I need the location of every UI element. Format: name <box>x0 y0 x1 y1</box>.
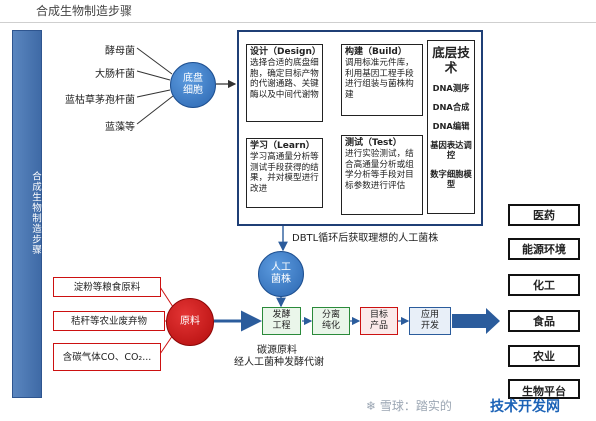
watermark-snowball-icon: ❄ <box>366 399 377 413</box>
organism-yeast: 酵母菌 <box>105 46 135 57</box>
learn-text: 学习高通量分析等测试手段获得的结果，并对模型进行改进 <box>250 152 319 194</box>
source-grain: 淀粉等粮食原料 <box>53 277 161 297</box>
artificial-strain-circle: 人工菌株 <box>258 251 304 297</box>
source-straw: 秸秆等农业废弃物 <box>53 311 165 331</box>
test-text: 进行实验测试，结合高通量分析或组学分析等手段对目标参数进行评估 <box>345 149 414 191</box>
side-label: 合成生物制造步骤 <box>30 171 41 255</box>
test-box: 测试（Test） 进行实验测试，结合高通量分析或组学分析等手段对目标参数进行评估 <box>341 135 423 215</box>
artificial-strain-label: 人工菌株 <box>271 262 291 285</box>
process-caption-2: 经人工菌种发酵代谢 <box>234 357 324 368</box>
watermark-site: 技术开发网 <box>490 399 560 415</box>
link-ecoli <box>136 70 171 81</box>
design-title: 设计（Design） <box>250 47 321 57</box>
platform-item: 基因表达调控 <box>430 140 472 160</box>
watermark-text: 雪球：踏实的 <box>379 399 452 413</box>
app-chemical: 化工 <box>508 274 580 296</box>
platform-tech-box: 底层技术 DNA测序 DNA合成 DNA编辑 基因表达调控 数字细胞模型 <box>427 40 475 214</box>
build-title: 构建（Build） <box>345 47 407 57</box>
link-algae <box>136 95 174 125</box>
test-title: 测试（Test） <box>345 138 402 148</box>
step-fermentation: 发酵工程 <box>262 307 301 335</box>
build-text: 调用标准元件库，利用基因工程手段进行组装与菌株构建 <box>345 58 414 100</box>
platform-title: 底层技术 <box>432 45 470 75</box>
app-bio-platform: 生物平台 <box>508 379 580 399</box>
learn-box: 学习（Learn） 学习高通量分析等测试手段获得的结果，并对模型进行改进 <box>246 138 323 208</box>
arrow-to-applications <box>452 308 500 334</box>
app-food: 食品 <box>508 310 580 332</box>
platform-item: 数字细胞模型 <box>430 169 472 189</box>
organism-ecoli: 大肠杆菌 <box>95 69 135 80</box>
step-application-dev-label: 应用开发 <box>420 310 439 331</box>
step-target-product: 目标产品 <box>360 307 398 335</box>
app-agriculture: 农业 <box>508 345 580 367</box>
design-box: 设计（Design） 选择合适的底盘细胞，确定目标产物的代谢通路、关键酶以及中间… <box>246 44 323 122</box>
chassis-cell-circle: 底盘细胞 <box>170 62 216 108</box>
title-divider <box>0 22 596 23</box>
source-gas: 含碳气体CO、CO₂... <box>53 343 161 371</box>
step-target-product-label: 目标产品 <box>369 310 388 331</box>
organism-bacillus: 蓝枯草茅孢杆菌 <box>65 95 135 106</box>
link-bacillus <box>136 89 171 98</box>
step-separation-label: 分离纯化 <box>321 310 340 331</box>
organism-algae: 蓝藻等 <box>105 122 135 133</box>
chassis-cell-label: 底盘细胞 <box>183 73 203 96</box>
watermark: ❄ 雪球：踏实的 <box>366 397 452 414</box>
step-separation: 分离纯化 <box>312 307 350 335</box>
design-text: 选择合适的底盘细胞，确定目标产物的代谢通路、关键酶以及中间代谢物 <box>250 58 319 100</box>
platform-item: DNA合成 <box>432 102 470 112</box>
platform-item: DNA测序 <box>432 83 470 93</box>
raw-material-circle: 原料 <box>166 298 214 346</box>
process-caption-1: 碳源原料 <box>257 345 297 356</box>
learn-title: 学习（Learn） <box>250 141 315 151</box>
platform-item: DNA编辑 <box>432 121 470 131</box>
link-yeast <box>136 47 173 75</box>
app-energy-environment: 能源环境 <box>508 238 580 260</box>
raw-material-label: 原料 <box>180 316 200 327</box>
app-medicine: 医药 <box>508 204 580 226</box>
step-application-dev: 应用开发 <box>409 307 451 335</box>
build-box: 构建（Build） 调用标准元件库，利用基因工程手段进行组装与菌株构建 <box>341 44 423 116</box>
step-fermentation-label: 发酵工程 <box>272 310 291 331</box>
dbtl-caption: DBTL循环后获取理想的人工菌株 <box>292 233 439 244</box>
side-label-bar: 合成生物制造步骤 <box>12 30 42 398</box>
page-title: 合成生物制造步骤 <box>36 4 133 18</box>
